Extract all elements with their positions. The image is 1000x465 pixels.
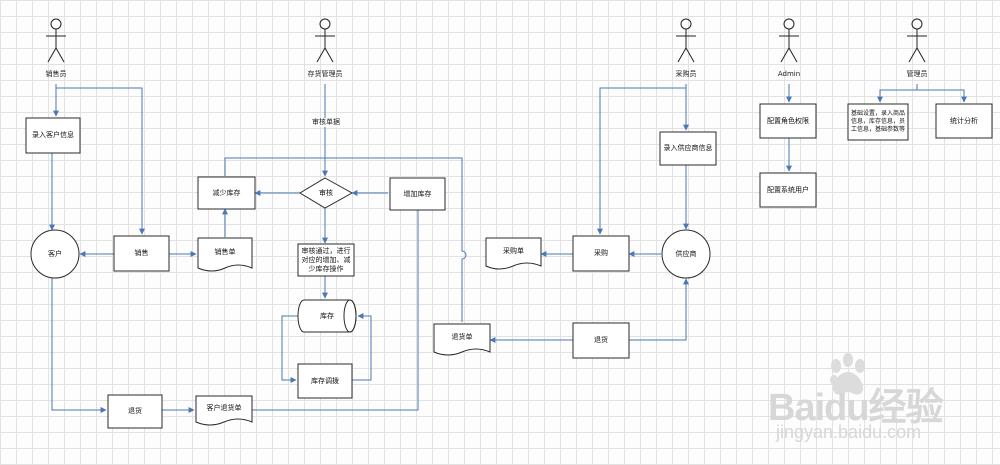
actor-purchaser-label: 采购员 <box>675 70 697 78</box>
sales-order-doc <box>197 237 253 272</box>
sales-order-text: 销售单 <box>214 247 236 256</box>
increase-stock-box <box>389 177 446 211</box>
inventory-text: 库存 <box>320 311 334 320</box>
watermark-brand: Baidu经验 <box>768 387 944 429</box>
watermark-url: jingyan.baidu.com <box>776 422 922 442</box>
actor-admin-label: Admin <box>777 70 801 78</box>
enter-customer-box <box>25 117 81 154</box>
customer-return-order-doc <box>195 395 253 426</box>
actor-manager-label: 管理员 <box>906 70 928 78</box>
reduce-stock-text: 减少库存 <box>212 188 241 197</box>
purchase-text: 采购 <box>594 249 608 257</box>
supplier-text: 供应商 <box>675 249 697 258</box>
enter-supplier-text: 录入供应商信息 <box>663 144 713 152</box>
reduce-stock-box <box>197 176 256 210</box>
sale-box <box>113 235 170 272</box>
basic-settings-text: 基础设置，录入商品信息，库存信息，员工信息，基础参数等 <box>850 110 905 133</box>
return-order-text: 退货单 <box>451 332 473 341</box>
actor-sales-figure <box>46 18 66 63</box>
customer-node <box>30 229 80 279</box>
audit-text: 审核 <box>319 188 333 197</box>
supplier-node <box>661 229 711 279</box>
actor-purchaser-figure <box>676 18 696 63</box>
stock-transfer-box <box>297 363 353 399</box>
audit-doc-label: 审核单据 <box>305 118 347 127</box>
customer-return-order-text: 客户退货单 <box>206 403 242 412</box>
config-users-text: 配置系统用户 <box>767 185 809 194</box>
basic-settings-box <box>847 103 909 141</box>
increase-stock-text: 增加库存 <box>403 189 432 198</box>
actor-sales-label: 销售员 <box>45 70 67 78</box>
return-goods-left-text: 退货 <box>128 407 142 415</box>
return-order-doc <box>433 323 491 356</box>
stock-transfer-text: 库存调拨 <box>311 376 339 385</box>
connectors <box>49 84 967 413</box>
audit-pass-text: 审核通过，进行对应的增加、减少库存操作 <box>301 246 351 273</box>
actor-admin-figure <box>779 18 799 63</box>
enter-supplier-box <box>659 131 717 166</box>
statistics-box <box>935 103 993 139</box>
statistics-text: 统计分析 <box>950 116 978 125</box>
audit-diamond <box>299 177 354 209</box>
config-roles-text: 配置角色权限 <box>767 116 809 125</box>
customer-text: 客户 <box>48 249 62 258</box>
baidu-paw-icon <box>826 352 870 400</box>
purchase-order-text: 采购单 <box>503 246 524 255</box>
return-goods-left-box <box>107 394 163 429</box>
config-roles-box <box>759 103 817 139</box>
enter-customer-text: 录入客户信息 <box>32 131 74 139</box>
purchase-box <box>572 235 630 272</box>
config-users-box <box>759 172 817 208</box>
audit-pass-box <box>297 243 355 277</box>
purchase-order-doc <box>485 237 542 270</box>
actor-warehouse-label: 存货管理员 <box>307 70 343 78</box>
sale-text: 销售 <box>134 249 149 257</box>
actor-warehouse-figure <box>315 18 335 63</box>
return-goods-right-text: 退货 <box>594 336 608 344</box>
return-goods-right-box <box>572 322 630 359</box>
actor-manager-figure <box>907 18 927 63</box>
